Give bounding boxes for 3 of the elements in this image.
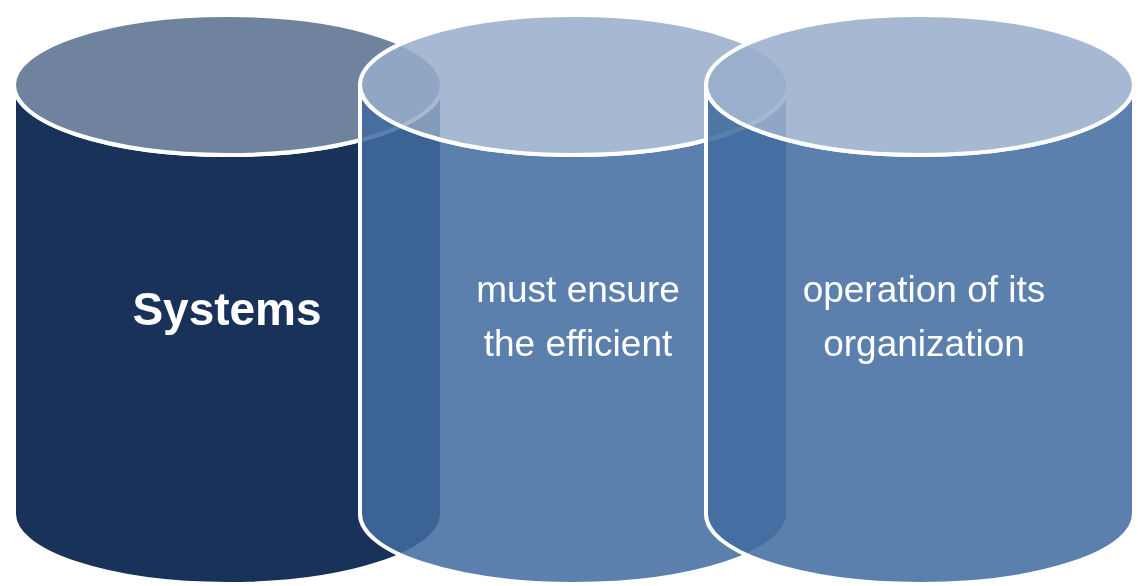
cylinder-label: operation of its organization	[801, 267, 1047, 366]
cylinder-label: must ensure the efficient	[475, 267, 681, 366]
cylinder-label: Systems	[131, 282, 323, 338]
